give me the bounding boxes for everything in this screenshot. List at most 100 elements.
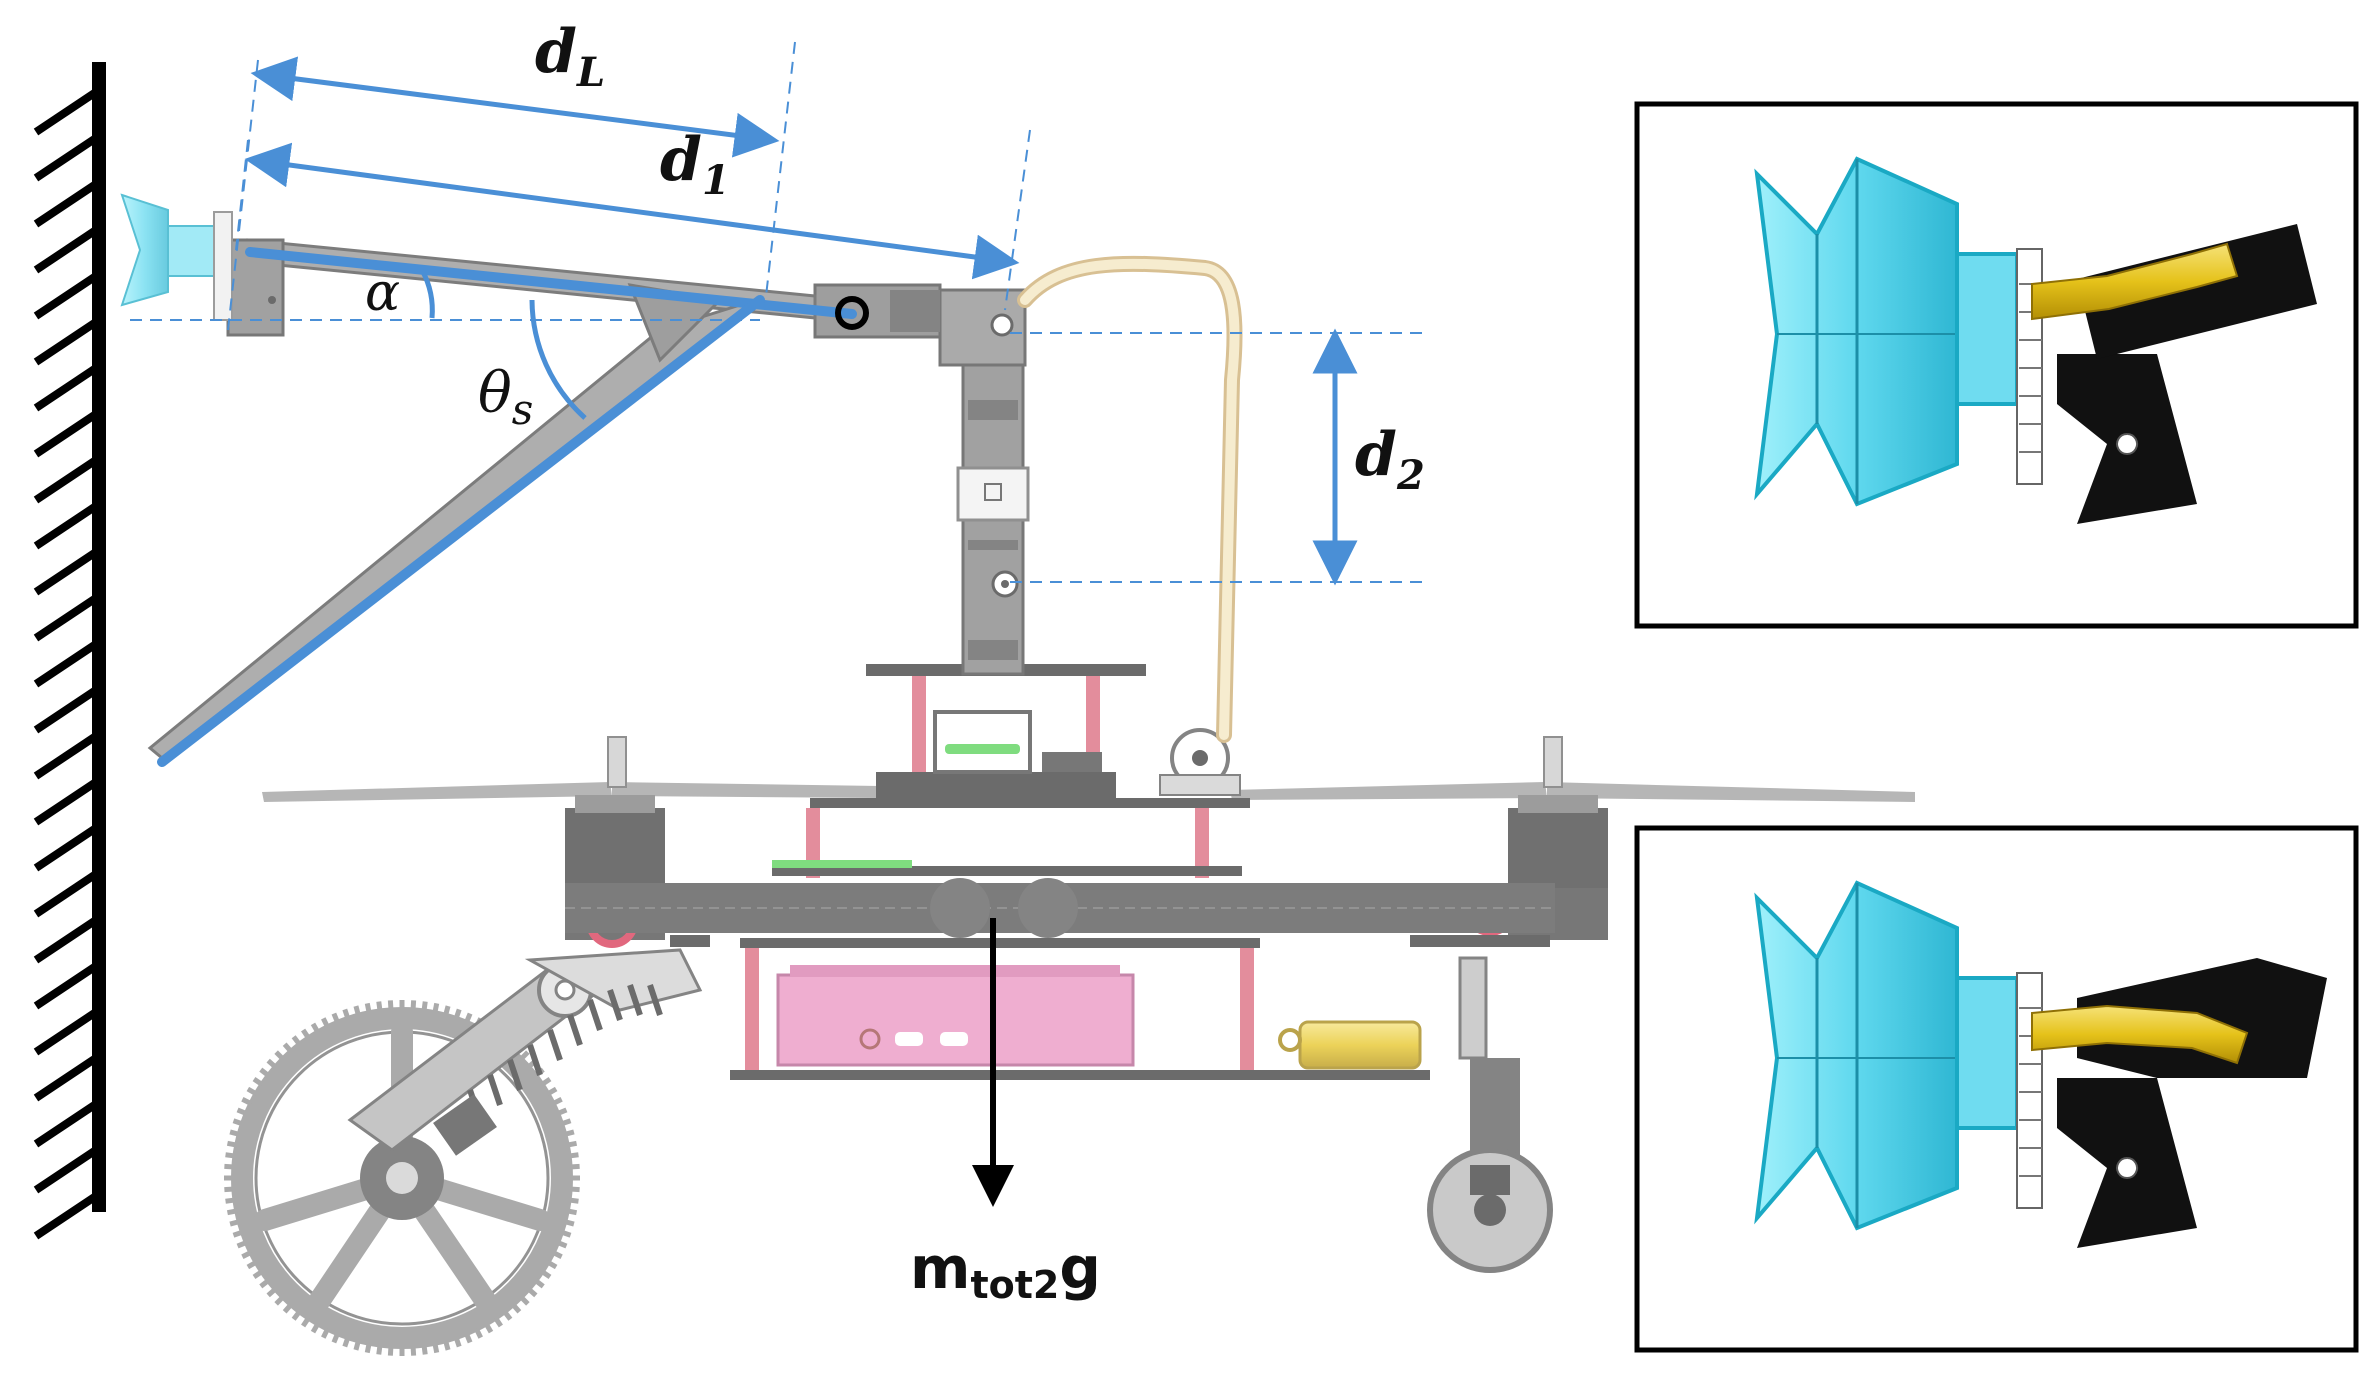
label-dL: dL [535, 17, 605, 96]
gear-tooth [519, 1050, 530, 1061]
wall-hatch-line [33, 408, 102, 458]
gear-tooth [301, 1028, 311, 1040]
gear-tooth [560, 1229, 572, 1238]
gear-tooth [291, 1035, 302, 1047]
inset-panel-bottom [1634, 825, 2359, 1353]
gear-tooth [493, 1316, 503, 1328]
gear-tooth [443, 1339, 451, 1351]
theta-arc [529, 299, 587, 420]
battery-box [776, 965, 1135, 1067]
gear-tooth [342, 1336, 351, 1348]
label-theta: θs [478, 361, 533, 434]
quadrotor-arm [565, 878, 1555, 938]
gear-tooth [282, 1042, 294, 1054]
gear-tooth [387, 1000, 394, 1011]
gear-tooth [224, 1186, 235, 1193]
gear-tooth [376, 1344, 383, 1355]
wall-hatch-line [33, 1098, 102, 1148]
propeller-right [1230, 782, 1915, 802]
wall-hatch-line [33, 1052, 102, 1102]
gear-tooth [556, 1107, 568, 1117]
gear-tooth [236, 1107, 248, 1117]
pivot-circle-icon [835, 296, 869, 330]
gear-tooth [364, 1002, 372, 1014]
gear-tooth [569, 1163, 580, 1170]
gear-tooth [474, 1327, 483, 1339]
suction-cup-neck [1955, 976, 2019, 1130]
wall-hatch-line [33, 454, 102, 504]
gear-tooth [282, 1302, 294, 1314]
dimension-arrows [244, 56, 1358, 586]
wall-hatch-line [33, 546, 102, 596]
gear-tooth [236, 1239, 248, 1249]
gear-tooth [225, 1152, 236, 1159]
gear-tooth [540, 1269, 552, 1279]
gear-tooth [229, 1219, 241, 1227]
wall-suction-cup [120, 193, 233, 321]
wall [33, 62, 106, 1240]
gear-tooth [526, 1286, 538, 1298]
gear-tooth [252, 1269, 264, 1279]
gear-tooth [232, 1118, 244, 1127]
label-d1: d1 [660, 125, 730, 204]
gear-tooth [246, 1086, 258, 1097]
jaw-pivot-hole [2116, 1157, 2139, 1179]
gear-tooth [569, 1186, 580, 1193]
wall-hatch-line [33, 914, 102, 964]
label-alpha: α [365, 263, 400, 323]
gear-tooth [310, 1022, 321, 1034]
gear-tooth [568, 1152, 579, 1159]
gear-tooth [519, 1295, 530, 1306]
d1-arrow [244, 142, 1020, 280]
gear-tooth [421, 1001, 428, 1012]
gear-tooth [331, 1332, 341, 1344]
gear-tooth [563, 1219, 575, 1227]
propeller-left [262, 782, 880, 802]
gear-tooth [301, 1316, 311, 1328]
gear-tooth [364, 1342, 372, 1354]
gear-tooth [387, 1345, 394, 1356]
wall-hatch-line [33, 1144, 102, 1194]
gear-tooth [568, 1197, 579, 1204]
wall-hatch-line [33, 960, 102, 1010]
wall-hatch-line [33, 1006, 102, 1056]
gear-tooth [540, 1077, 552, 1087]
gear-tooth [266, 1286, 278, 1298]
gear-tooth [566, 1140, 578, 1148]
wall-hatch-line [33, 868, 102, 918]
gear-tooth [310, 1322, 321, 1334]
gear-tooth [241, 1250, 253, 1259]
gear-tooth [453, 1008, 462, 1020]
wall-hatch-line [33, 178, 102, 228]
gear-tooth [321, 1327, 330, 1339]
gear-tooth [376, 1001, 383, 1012]
gold-tube [2031, 1004, 2249, 1065]
wall-hatch-line [33, 86, 102, 136]
gear-tooth [224, 1163, 235, 1170]
gear-tooth [563, 1129, 575, 1137]
gold-cylinder [1278, 1020, 1422, 1070]
wall-hatch-line [33, 776, 102, 826]
gear-tooth [566, 1208, 578, 1216]
gear-tooth [410, 1000, 417, 1011]
gripper-upper-arm [2077, 224, 2317, 359]
wall-hatch-line [33, 684, 102, 734]
gear-tooth [259, 1278, 271, 1289]
gear-tooth [229, 1129, 241, 1137]
gear-tooth [421, 1344, 428, 1355]
suction-cup-neck [1955, 252, 2019, 406]
wall-hatch-line [33, 638, 102, 688]
wall-hatching-icon [33, 86, 102, 1240]
wall-hatch-line [33, 362, 102, 412]
gear-tooth [502, 1309, 513, 1321]
gear-tooth [533, 1278, 545, 1289]
gear-tooth [560, 1118, 572, 1127]
label-d2: d2 [1355, 420, 1425, 499]
suction-cup-fold [1815, 883, 1859, 1228]
gear-tooth [342, 1008, 351, 1020]
wall-hatch-line [33, 132, 102, 182]
strut-axis-line [157, 295, 765, 767]
wall-hatch-line [33, 224, 102, 274]
suction-cup-fold [1815, 159, 1859, 504]
